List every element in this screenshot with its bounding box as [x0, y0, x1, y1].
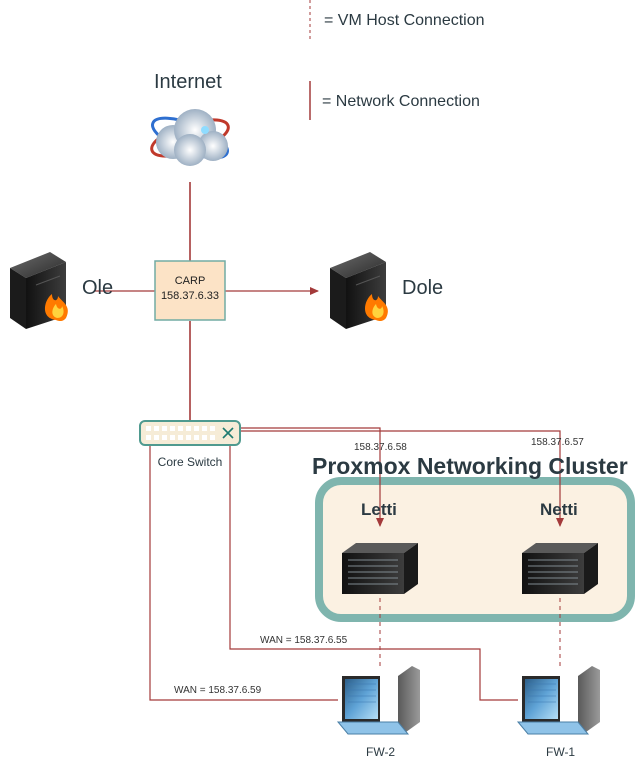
carp-box[interactable] — [154, 260, 226, 321]
switch-letti-connection — [240, 427, 384, 527]
fw1-workstation-icon[interactable] — [516, 666, 600, 735]
core-switch-label: Core Switch — [157, 455, 223, 469]
letti-label: Letti — [361, 500, 397, 519]
internet-label: Internet — [154, 71, 222, 93]
carp-ip-label: 158.37.6.33 — [160, 290, 220, 302]
cluster-title: Proxmox Networking Cluster — [312, 453, 628, 479]
netti-label: Netti — [540, 500, 578, 519]
fw2-label: FW-2 — [366, 745, 396, 759]
fw1-wan-label: WAN = 158.37.6.55 — [260, 635, 348, 646]
dole-label: Dole — [402, 277, 444, 299]
netti-server-icon[interactable] — [522, 543, 598, 594]
ole-label: Ole — [82, 277, 114, 299]
ole-firewall-server-icon[interactable] — [10, 252, 68, 329]
internet-cloud-icon[interactable] — [148, 109, 233, 166]
switch-fw1-connection — [229, 446, 518, 701]
fw1-label: FW-1 — [546, 745, 576, 759]
letti-ip-label: 158.37.6.58 — [354, 442, 407, 453]
legend-vm-host-label: = VM Host Connection — [324, 12, 485, 29]
letti-server-icon[interactable] — [342, 543, 418, 594]
fw2-wan-label: WAN = 158.37.6.59 — [174, 685, 262, 696]
netti-ip-label: 158.37.6.57 — [531, 437, 584, 448]
switch-fw2-connection — [149, 446, 338, 701]
legend-network-label: = Network Connection — [322, 93, 480, 110]
fw2-workstation-icon[interactable] — [336, 666, 420, 735]
switch-netti-connection — [240, 430, 564, 527]
core-switch-icon[interactable] — [139, 420, 241, 446]
dole-firewall-server-icon[interactable] — [330, 252, 388, 329]
carp-name-label: CARP — [174, 275, 206, 287]
